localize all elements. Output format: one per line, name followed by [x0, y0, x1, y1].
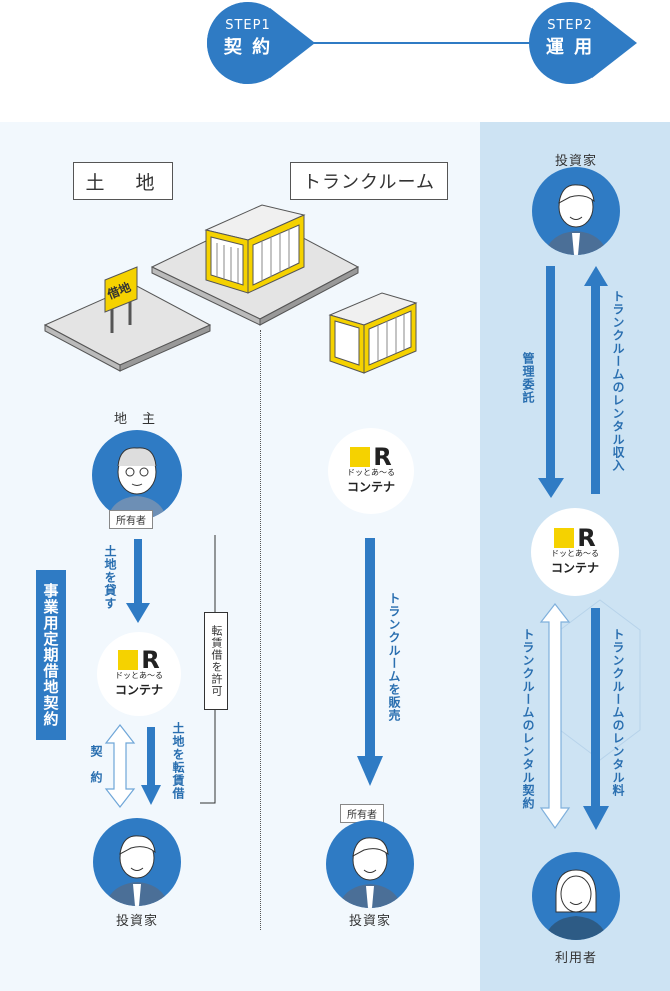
trunkroom-title: トランクルーム [290, 162, 448, 200]
logo-main-text: コンテナ [346, 480, 395, 494]
logo-mark-icon: R [347, 443, 395, 471]
investor-label-middle: 投資家 [348, 914, 391, 929]
landowner-label: 地 主 [113, 412, 156, 427]
investor-person-icon [544, 184, 608, 255]
land-illustration [43, 204, 418, 374]
divider-line [260, 330, 261, 930]
step2-label: STEP2 [547, 18, 593, 33]
sell-trunk-label: トランクルームを販売 [387, 592, 401, 722]
user-avatar [532, 852, 620, 940]
middle-arrow [357, 538, 383, 786]
rental-fee-label: トランクルームのレンタル料 [611, 628, 625, 797]
user-person-icon [544, 869, 608, 940]
logo-main-text: コンテナ [550, 561, 599, 575]
investor-avatar-left [93, 818, 181, 906]
step2-name: 運 用 [545, 37, 595, 58]
investor-person-icon [105, 835, 169, 906]
investor-avatar-right [532, 167, 620, 255]
contract-label: 契 約 [89, 745, 103, 784]
company-logo-left: R ドッとあ～る コンテナ [97, 632, 181, 716]
trunkroom-title-text: トランクルーム [303, 172, 435, 193]
company-logo-middle: R ドッとあ～る コンテナ [328, 428, 414, 514]
step2-badge: STEP2 運 用 [529, 18, 611, 59]
landowner-avatar [92, 430, 182, 520]
contract-type-text: 事業用定期借地契約 [41, 583, 60, 727]
step1-name: 契 約 [223, 37, 273, 58]
logo-mark-icon: R [551, 524, 599, 552]
logo-sub-text: ドッとあ～る [550, 549, 599, 558]
company-logo-right: R ドッとあ～る コンテナ [531, 508, 619, 596]
permit-box: 転賃借を許可 [204, 612, 228, 710]
logo-main-text: コンテナ [114, 683, 163, 697]
landowner-owner-tag: 所有者 [109, 510, 153, 529]
logo-mark-text: R [373, 443, 392, 471]
investor-avatar-middle [326, 820, 414, 908]
elder-person-icon [107, 447, 167, 520]
rental-income-label: トランクルームのレンタル収入 [611, 290, 625, 472]
logo-mark-text: R [577, 524, 596, 552]
logo-mark-icon: R [115, 646, 163, 674]
step-header [207, 2, 637, 84]
step1-badge: STEP1 契 約 [207, 18, 289, 59]
logo-mark-text: R [141, 646, 160, 674]
logo-sub-text: ドッとあ～る [346, 468, 395, 477]
lend-land-label: 土地を貸す [103, 545, 117, 610]
contract-type-label: 事業用定期借地契約 [36, 570, 66, 740]
user-label: 利用者 [554, 951, 597, 966]
right-arrows [538, 266, 641, 830]
sublease-label: 土地を転賃借 [171, 722, 185, 800]
step1-label: STEP1 [225, 18, 271, 33]
logo-sub-text: ドッとあ～る [114, 671, 163, 680]
investor-label-left: 投資家 [115, 914, 158, 929]
land-title: 土 地 [73, 162, 173, 200]
permit-text: 転賃借を許可 [210, 625, 223, 697]
investor-label-right: 投資家 [554, 154, 597, 169]
investor-person-icon [338, 837, 402, 908]
mgmt-label: 管理委託 [521, 352, 535, 404]
rental-contract-label: トランクルームのレンタル契約 [521, 628, 535, 810]
